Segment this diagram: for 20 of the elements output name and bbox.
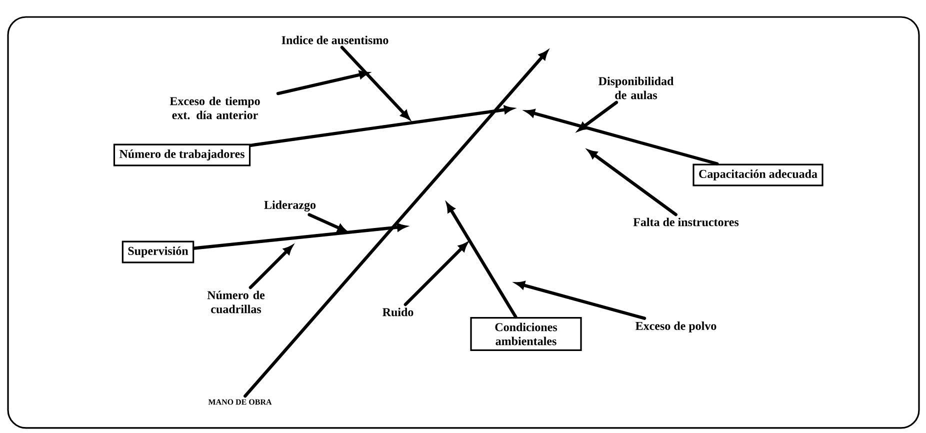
spine-arrow — [244, 50, 548, 398]
cause-box: Supervisión — [122, 240, 194, 264]
arrow — [446, 203, 518, 319]
arrow — [340, 46, 410, 120]
category-label: MANO DE OBRA — [208, 399, 272, 405]
cause-label: Liderazgo — [264, 200, 316, 212]
cause-label: Falta de instructores — [633, 218, 739, 226]
cause-box: Capacitación adecuada — [692, 164, 824, 186]
cause-label: Exceso de tiempo ext. día anterior — [170, 96, 260, 120]
cause-label: Indice de ausentismo — [282, 36, 388, 44]
cause-label: Ruido — [382, 308, 414, 316]
arrow — [588, 150, 678, 216]
cause-label: Exceso de polvo — [636, 322, 716, 332]
cause-label: Disponibilidad de aulas — [598, 76, 674, 100]
cause-box: Número de trabajadores — [113, 144, 251, 166]
arrow — [308, 213, 347, 232]
arrow — [248, 245, 293, 290]
cause-box: Condiciones ambientales — [470, 316, 582, 351]
arrow — [404, 242, 468, 306]
cause-label: Número de cuadrillas — [207, 290, 265, 314]
